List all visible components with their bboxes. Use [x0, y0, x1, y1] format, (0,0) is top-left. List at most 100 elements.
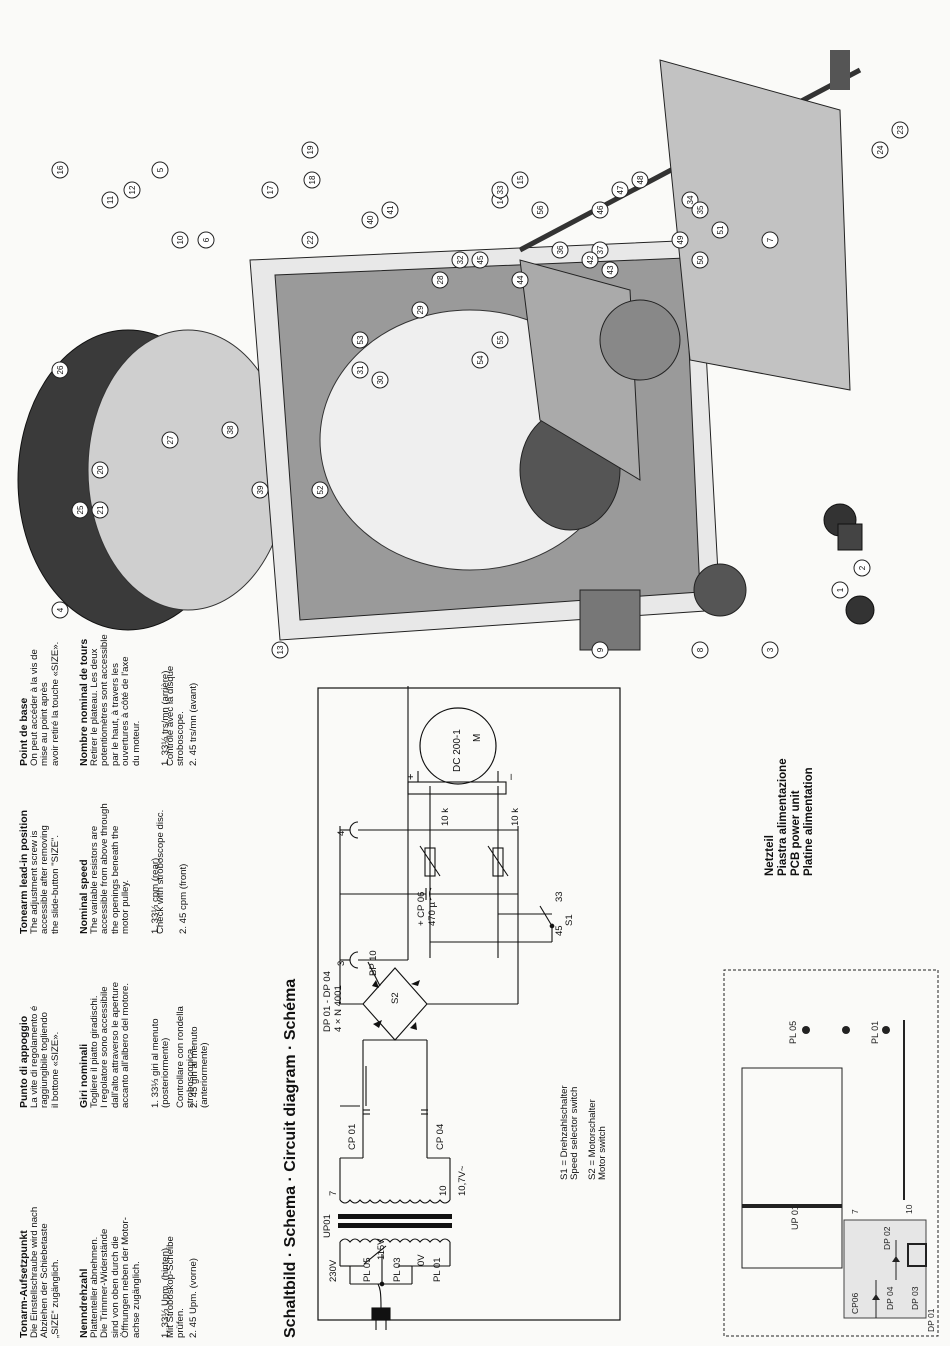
- pcb-diode: [872, 1294, 880, 1300]
- callout-number: 36: [556, 245, 565, 254]
- speed-check-fr: Contrôle avec la disque stroboscope.: [165, 665, 187, 766]
- callout-circle: [171, 231, 189, 249]
- callout-circle: [611, 181, 629, 199]
- callout-circle: [831, 581, 849, 599]
- callout-circle: [361, 211, 379, 229]
- slide-button: [837, 523, 863, 551]
- speed-item: 1. 33⅓ giri al menuto (posteriormente): [150, 1018, 172, 1108]
- callout-number: 53: [356, 335, 365, 344]
- s2-switch: [367, 961, 381, 987]
- callout-circle: [161, 431, 179, 449]
- lbl-pl03: PL 03: [392, 1258, 403, 1282]
- callout-circle: [351, 331, 369, 349]
- callout-circle: [101, 191, 119, 209]
- callout-circle: [691, 251, 709, 269]
- lbl-115v: 115V: [376, 1238, 387, 1260]
- voltage-selector: [363, 1245, 387, 1265]
- callout-circle: [197, 231, 215, 249]
- callout-circle: [591, 201, 609, 219]
- callout-circle: [51, 601, 69, 619]
- callout-number: 25: [76, 505, 85, 514]
- bp10-pin3: [349, 951, 359, 969]
- lead-body-de: Die Einstellschraube wird nach Abziehen …: [29, 1206, 61, 1338]
- callout-number: 22: [306, 235, 315, 244]
- callout-number: 39: [256, 485, 265, 494]
- callout-circle: [581, 251, 599, 269]
- headshell: [830, 50, 850, 90]
- callout-number: 43: [606, 265, 615, 274]
- bottom-plate: [659, 59, 851, 391]
- foot: [845, 595, 875, 625]
- callout-circle: [151, 161, 169, 179]
- power-supply: [579, 589, 641, 651]
- callout-number: 1: [836, 587, 845, 592]
- lbl-bp10: BP 10: [368, 950, 379, 976]
- circuit-schematic: 230V 115V 0V PL 05 PL 03 PL 01 UP01 7 10…: [317, 686, 621, 1330]
- pcb-connector: [907, 1243, 927, 1267]
- lbl-motor-minus: –: [505, 773, 517, 780]
- pcb-diode: [892, 1256, 900, 1262]
- callout-circle: [411, 301, 429, 319]
- callout-number: 54: [476, 355, 485, 364]
- callout-circle: [301, 141, 319, 159]
- callout-number: 10: [176, 235, 185, 244]
- callout-circle: [671, 231, 689, 249]
- lbl-pin10: 10: [438, 1185, 449, 1196]
- pcb-heading: Netzteil Piastra alimentazione PCB power…: [764, 758, 815, 876]
- callout-circle: [761, 641, 779, 659]
- callout-number: 3: [766, 647, 775, 652]
- callout-number: 27: [166, 435, 175, 444]
- pcb-transformer-footprint: [741, 1067, 843, 1269]
- lbl-sec-volt: 10,7V~: [457, 1165, 468, 1196]
- pcb-lbl-dp04: DP 04: [885, 1286, 895, 1310]
- callout-circle: [853, 559, 871, 577]
- callout-number: 5: [156, 167, 165, 172]
- callout-number: 35: [696, 205, 705, 214]
- callout-number: 55: [496, 335, 505, 344]
- callout-circle: [311, 481, 329, 499]
- lbl-up01: UP01: [322, 1214, 333, 1238]
- callout-number: 18: [308, 175, 317, 184]
- callout-number: 41: [386, 205, 395, 214]
- callout-number: 17: [266, 185, 275, 194]
- callout-number: 47: [616, 185, 625, 194]
- callout-circle: [301, 231, 319, 249]
- callout-circle: [381, 201, 399, 219]
- lbl-pl05: PL 05: [362, 1258, 373, 1282]
- callout-number: 48: [636, 175, 645, 184]
- callout-number: 19: [306, 145, 315, 154]
- callout-circle: [691, 201, 709, 219]
- callout-circle: [511, 271, 529, 289]
- gear-wheel: [599, 299, 681, 381]
- callout-number: 23: [896, 125, 905, 134]
- pcb-lbl-pl05: PL 05: [788, 1021, 798, 1044]
- pcb-lbl-7: 7: [850, 1209, 860, 1214]
- motor-dc200: [419, 707, 497, 785]
- callout-circle: [261, 181, 279, 199]
- speed-item: 2. 45 trs/mn (avant): [188, 682, 200, 766]
- callout-circle: [551, 241, 569, 259]
- callout-number: 44: [516, 275, 525, 284]
- callout-circle: [691, 641, 709, 659]
- callout-number: 2: [858, 565, 867, 570]
- lbl-pl01: PL 01: [432, 1258, 443, 1282]
- callout-number: 6: [202, 237, 211, 242]
- callout-number: 16: [56, 165, 65, 174]
- callout-number: 37: [596, 245, 605, 254]
- callout-circle: [471, 351, 489, 369]
- lbl-pin7: 7: [328, 1191, 339, 1196]
- callout-circle: [871, 141, 889, 159]
- callout-number: 52: [316, 485, 325, 494]
- lbl-s1-33: 33: [554, 891, 565, 902]
- callout-number: 13: [276, 645, 285, 654]
- callout-circle: [591, 641, 609, 659]
- callout-circle: [91, 461, 109, 479]
- lbl-s1: S1: [564, 914, 575, 926]
- lbl-diodes: DP 01 - DP 044 × N 4001: [322, 971, 344, 1032]
- callout-number: 42: [586, 255, 595, 264]
- callout-circle: [303, 171, 321, 189]
- callout-number: 12: [128, 185, 137, 194]
